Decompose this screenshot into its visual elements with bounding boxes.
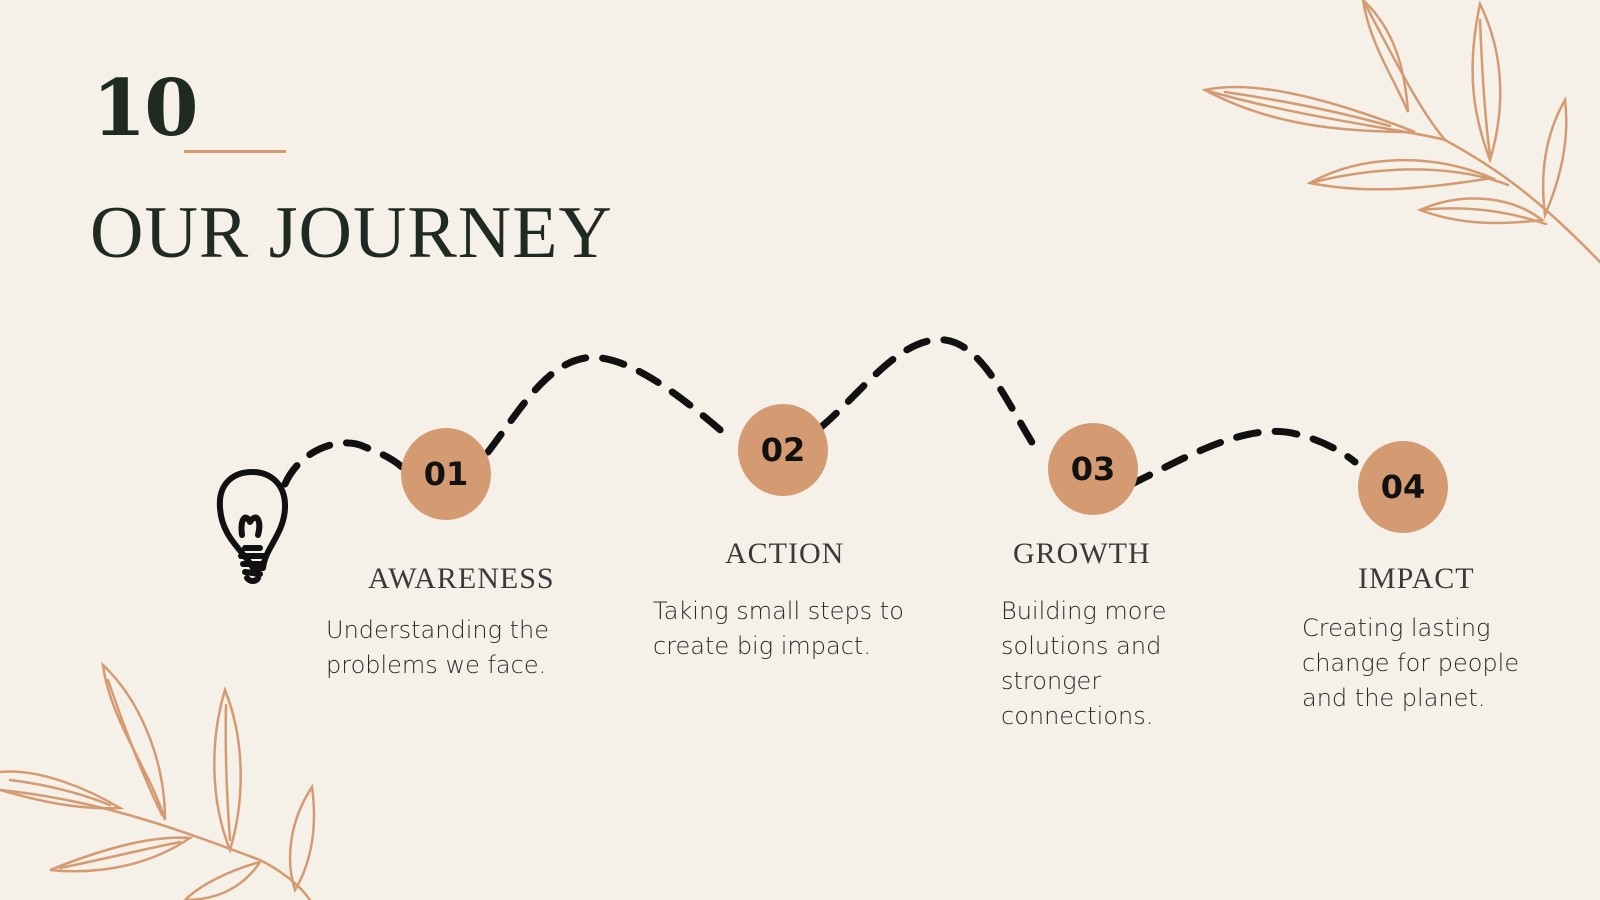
slide-title: OUR JOURNEY [90, 192, 613, 274]
step-number-badge: 01 [401, 428, 491, 520]
leaf-branch-bottom-left [0, 661, 316, 900]
journey-path [281, 336, 1359, 489]
step-number-badge: 04 [1358, 441, 1448, 533]
slide-number: 10 [92, 63, 199, 154]
step-label: IMPACT [1358, 562, 1475, 595]
step-description: Creating lasting change for people and t… [1302, 614, 1520, 712]
step-label: AWARENESS [368, 562, 555, 595]
step-description: Building more solutions and stronger con… [1001, 597, 1167, 730]
lightbulb-icon [216, 469, 289, 584]
leaf-branch-top-right [1201, 0, 1600, 264]
slide-number-underline [184, 150, 286, 153]
step-label: ACTION [725, 537, 845, 570]
step-label: GROWTH [1013, 537, 1151, 570]
step-number-badge: 03 [1048, 423, 1138, 515]
step-description: Taking small steps to create big impact. [653, 597, 904, 660]
step-number-badge: 02 [738, 404, 828, 496]
step-description: Understanding the problems we face. [326, 616, 550, 679]
